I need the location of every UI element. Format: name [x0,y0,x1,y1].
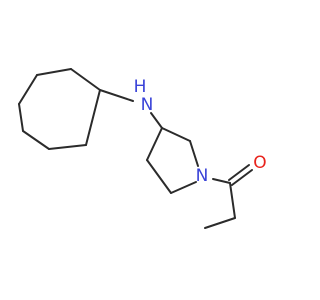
amine-hydrogen-label: H [134,77,147,97]
amine-nitrogen-label: N [141,95,154,115]
atom-labels: N H N O [134,77,267,186]
bond-cycloheptyl-6 [48,144,87,150]
bonds [18,68,253,229]
bond-pyrrolidine-c3-c2 [161,127,191,142]
bond-carbonyl-double-2 [231,169,253,186]
bond-pyrrolidine-c5-c4 [146,159,172,194]
bond-ch2-ch3 [204,217,236,229]
bond-cycloheptyl-3 [18,74,38,105]
ring-nitrogen-label: N [196,166,209,186]
bond-cycloheptyl-7 [85,89,101,146]
bond-n-carbonyl [212,178,231,184]
bond-carbonyl-double-1 [228,164,250,181]
bond-cycloheptyl-nh [99,89,134,102]
bond-carbonyl-ch2 [229,182,236,219]
molecule-structure: N H N O [18,68,267,229]
bond-cycloheptyl-2 [36,68,72,76]
bond-pyrrolidine-n1-c5 [170,181,197,194]
bond-pyrrolidine-c2-n1 [189,140,199,167]
bond-pyrrolidine-c4-c3 [146,127,163,161]
carbonyl-oxygen-label: O [253,153,266,173]
bond-cycloheptyl-4 [18,103,24,132]
bond-cycloheptyl-1 [70,68,101,91]
bond-nh-pyrrolidine [150,112,163,129]
bond-cycloheptyl-5 [22,130,50,150]
